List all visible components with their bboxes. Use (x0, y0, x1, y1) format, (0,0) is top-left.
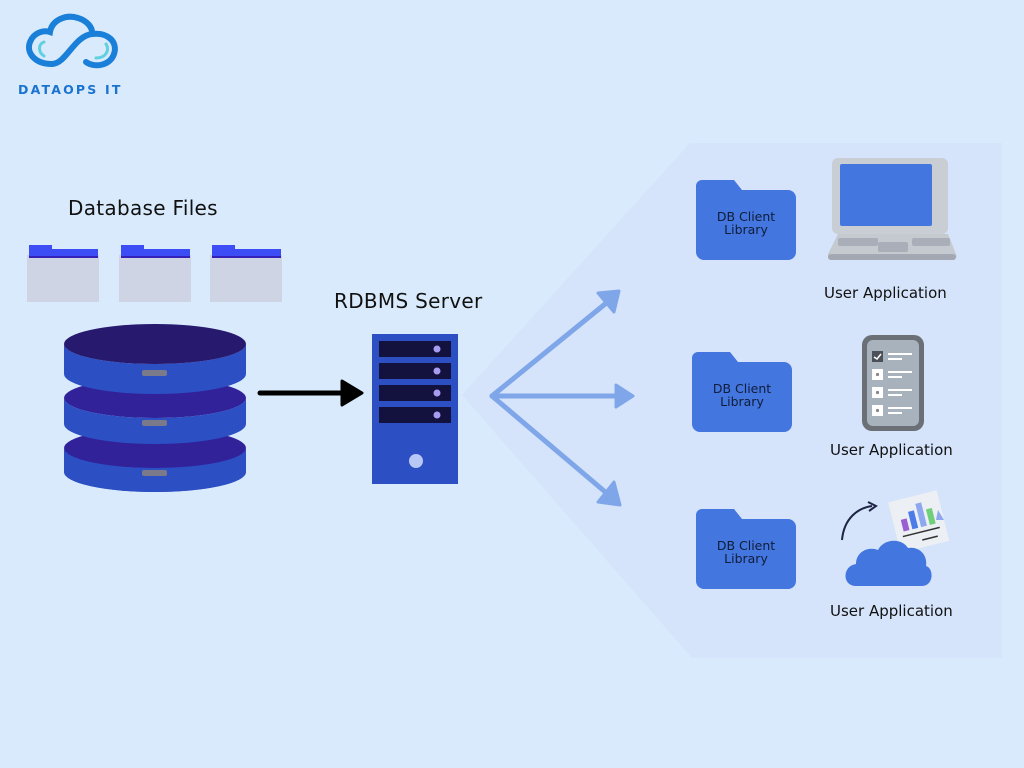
library-label-line2: Library (724, 551, 768, 566)
arrow-to-client-1 (489, 297, 613, 399)
user-application-label-2: User Application (830, 441, 953, 459)
db-indicator (142, 470, 167, 476)
folder-icon (119, 245, 191, 302)
user-application-label-3: User Application (830, 602, 953, 620)
cloud-infinity-icon (26, 13, 118, 69)
db-client-library-2: DB Client Library (692, 352, 792, 432)
arrow-head-1 (596, 289, 621, 314)
server-tower-icon (372, 334, 458, 484)
library-label-line1: DB Client (716, 209, 776, 224)
arrow-head-3 (596, 480, 622, 507)
mobile-checklist-icon (862, 335, 924, 431)
library-label-line1: DB Client (716, 538, 776, 553)
brand-name: DATAOPS IT (18, 82, 123, 97)
folder-icon (696, 509, 796, 589)
server-to-clients-arrows (489, 289, 635, 507)
library-label-line1: DB Client (712, 381, 772, 396)
db-to-server-arrow (257, 379, 364, 407)
db-client-library-3: DB Client Library (696, 509, 796, 589)
server-title: RDBMS Server (334, 289, 483, 313)
folder-icon (210, 245, 282, 302)
cloud-analytics-icon (841, 490, 950, 586)
folder-icon (692, 352, 792, 432)
database-stack-icon (64, 324, 246, 492)
laptop-icon (828, 158, 957, 261)
db-client-library-1: DB Client Library (696, 180, 796, 260)
library-label-line2: Library (720, 394, 764, 409)
db-indicator (142, 420, 167, 426)
user-application-label-1: User Application (824, 284, 947, 302)
database-files-title: Database Files (68, 196, 218, 220)
library-label-line2: Library (724, 222, 768, 237)
logo: DATAOPS IT (18, 12, 128, 102)
arrow-to-client-3 (489, 393, 613, 499)
db-indicator (142, 370, 167, 376)
arrow-head-2 (614, 383, 635, 409)
folder-icon (696, 180, 796, 260)
folder-icon (27, 245, 99, 302)
